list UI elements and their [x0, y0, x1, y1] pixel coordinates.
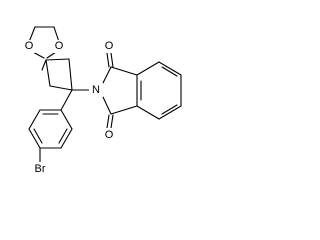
benzo-bond-5	[158, 105, 182, 120]
bond-c2-o-double-b	[110, 114, 114, 129]
bond-c2-ar	[110, 105, 138, 115]
oxygen-label-dioxolane-right: O	[55, 40, 64, 52]
bond-n-c2	[102, 96, 112, 115]
atom-labels: O O N O O Br	[23, 40, 115, 175]
bond-ch2-top-quat	[68, 58, 73, 91]
bond-c1-o-double-b	[110, 52, 114, 68]
bromine-label: Br	[35, 163, 46, 175]
oxygen-label-carbonyl-top: O	[105, 40, 114, 52]
bond-spiro-o-bottom	[41, 59, 47, 71]
bond-c1-ar	[110, 66, 138, 76]
phenyl-bond-5	[60, 128, 73, 149]
phenyl-double-2	[33, 128, 43, 144]
bond-ch2-left-quat	[49, 85, 73, 91]
benzo-bond-2	[136, 61, 160, 76]
bromophenyl-group	[28, 89, 73, 163]
bond-spiro-ch2-top	[45, 58, 70, 61]
molecule-structure: O O N O O Br	[23, 26, 182, 175]
phthalimide-group	[102, 52, 182, 129]
bond-c1-o-double-a	[106, 52, 110, 68]
cyclobutane-ring	[41, 58, 73, 91]
nitrogen-label: N	[92, 84, 100, 96]
bond-quat-aryl	[60, 89, 73, 111]
phenyl-bond-2	[28, 109, 41, 130]
oxygen-label-dioxolane-top: O	[25, 40, 34, 52]
bond-c2-o-double-a	[106, 114, 110, 129]
benzo-double-2	[161, 66, 178, 77]
bond-ch2-o-right	[53, 26, 60, 43]
phenyl-bond-6	[60, 109, 73, 130]
phenyl-double-3	[58, 128, 68, 144]
oxygen-label-carbonyl-bottom: O	[105, 129, 114, 141]
benzo-bond-6	[136, 105, 160, 120]
benzo-bond-3	[158, 61, 182, 76]
bond-spiro-ch2-left	[45, 59, 51, 87]
phenyl-bond-3	[28, 128, 41, 149]
benzo-double-3	[161, 104, 178, 115]
bond-ch2-o-top	[28, 26, 36, 43]
bond-n-c1	[102, 66, 112, 84]
